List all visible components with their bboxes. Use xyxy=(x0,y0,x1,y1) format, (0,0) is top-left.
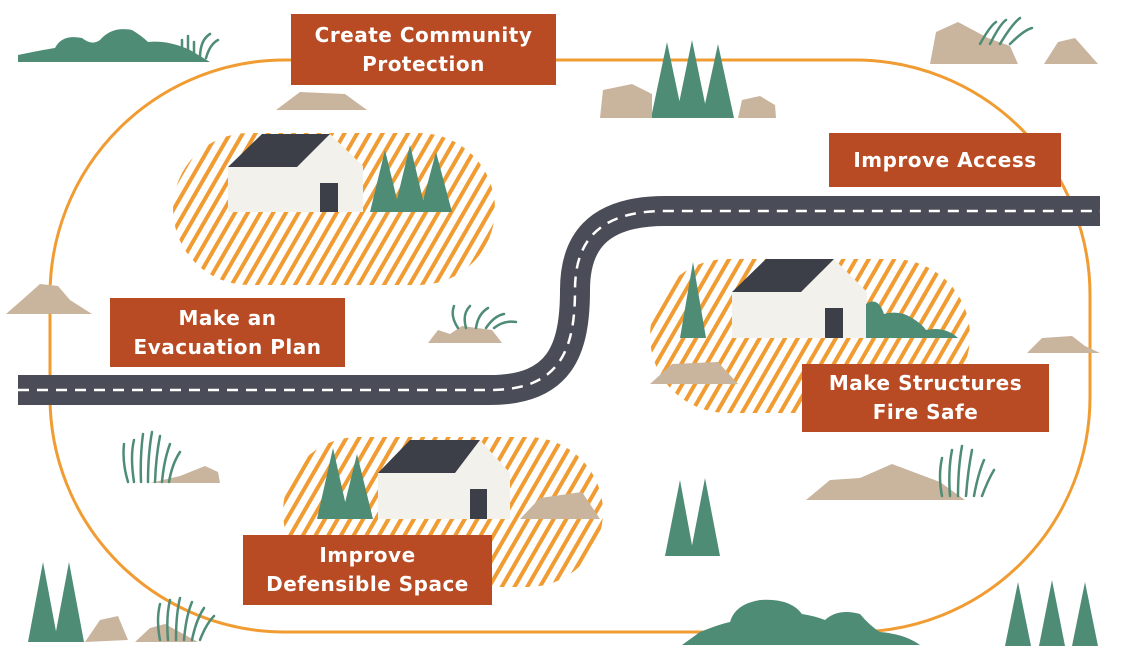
label-line: Protection xyxy=(362,50,485,79)
label-line: Make Structures xyxy=(829,369,1022,398)
label-line: Create Community xyxy=(315,21,533,50)
label-line: Fire Safe xyxy=(873,398,979,427)
label-line: Evacuation Plan xyxy=(134,333,322,362)
make-evacuation-plan-label: Make an Evacuation Plan xyxy=(110,298,345,367)
label-line: Defensible Space xyxy=(266,570,469,599)
create-community-protection-label: Create Community Protection xyxy=(291,14,556,85)
label-line: Make an xyxy=(179,304,277,333)
trees-bottom-right xyxy=(1005,580,1098,646)
trees-bottom-left xyxy=(28,562,84,642)
improve-defensible-space-label: Improve Defensible Space xyxy=(243,535,492,605)
improve-access-label: Improve Access xyxy=(829,133,1061,187)
trees-top-center xyxy=(651,40,734,118)
label-line: Improve xyxy=(319,541,415,570)
make-structures-fire-safe-label: Make Structures Fire Safe xyxy=(802,364,1049,432)
label-line: Improve Access xyxy=(853,146,1036,175)
shrub-bottom-right xyxy=(682,600,920,645)
trees-bottom-center xyxy=(665,478,720,556)
